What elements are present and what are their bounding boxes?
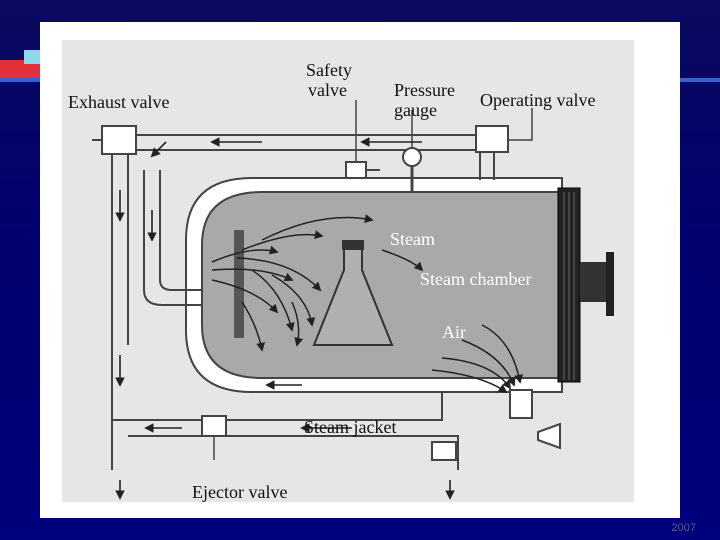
exhaust-valve <box>101 125 137 155</box>
pipe-flow-arrows <box>115 137 455 500</box>
header-accent-red <box>0 60 48 78</box>
shelf-rack <box>234 230 244 338</box>
label-operating-valve: Operating valve <box>480 90 595 110</box>
discharge-funnel <box>537 422 561 450</box>
footer-year: 2007 <box>671 522 696 534</box>
label-steam-jacket: Steam jacket <box>304 417 396 437</box>
inlet-pipe <box>143 170 202 306</box>
operating-valve <box>475 125 509 153</box>
door-handle <box>606 252 614 316</box>
flask-stopper <box>342 240 364 250</box>
autoclave-diagram: Safety valve Pressure gauge Exhaust valv… <box>62 40 634 502</box>
trap-valve <box>509 389 533 419</box>
drain-valve <box>431 441 457 461</box>
label-air: Air <box>442 322 466 342</box>
label-steam-chamber: Steam chamber <box>420 269 531 289</box>
ejector-valve <box>201 415 227 437</box>
steam-flow-arrows <box>211 214 424 352</box>
label-steam: Steam <box>390 229 435 249</box>
top-pipe <box>111 134 495 470</box>
bottom-pipe <box>112 392 459 470</box>
door-clamp <box>580 262 606 302</box>
slide-frame: Safety valve Pressure gauge Exhaust valv… <box>40 22 680 518</box>
pressure-gauge <box>402 147 422 167</box>
label-pressure-gauge-line2: gauge <box>394 100 437 120</box>
label-pressure-gauge-line1: Pressure <box>394 80 455 100</box>
label-safety-valve-line2: valve <box>308 80 347 100</box>
label-safety-valve-line1: Safety <box>306 60 352 80</box>
air-flow-arrows <box>431 324 524 394</box>
door-grid <box>563 192 575 380</box>
safety-valve <box>345 161 367 179</box>
label-ejector-valve: Ejector valve <box>192 482 287 502</box>
label-exhaust-valve: Exhaust valve <box>68 92 169 112</box>
